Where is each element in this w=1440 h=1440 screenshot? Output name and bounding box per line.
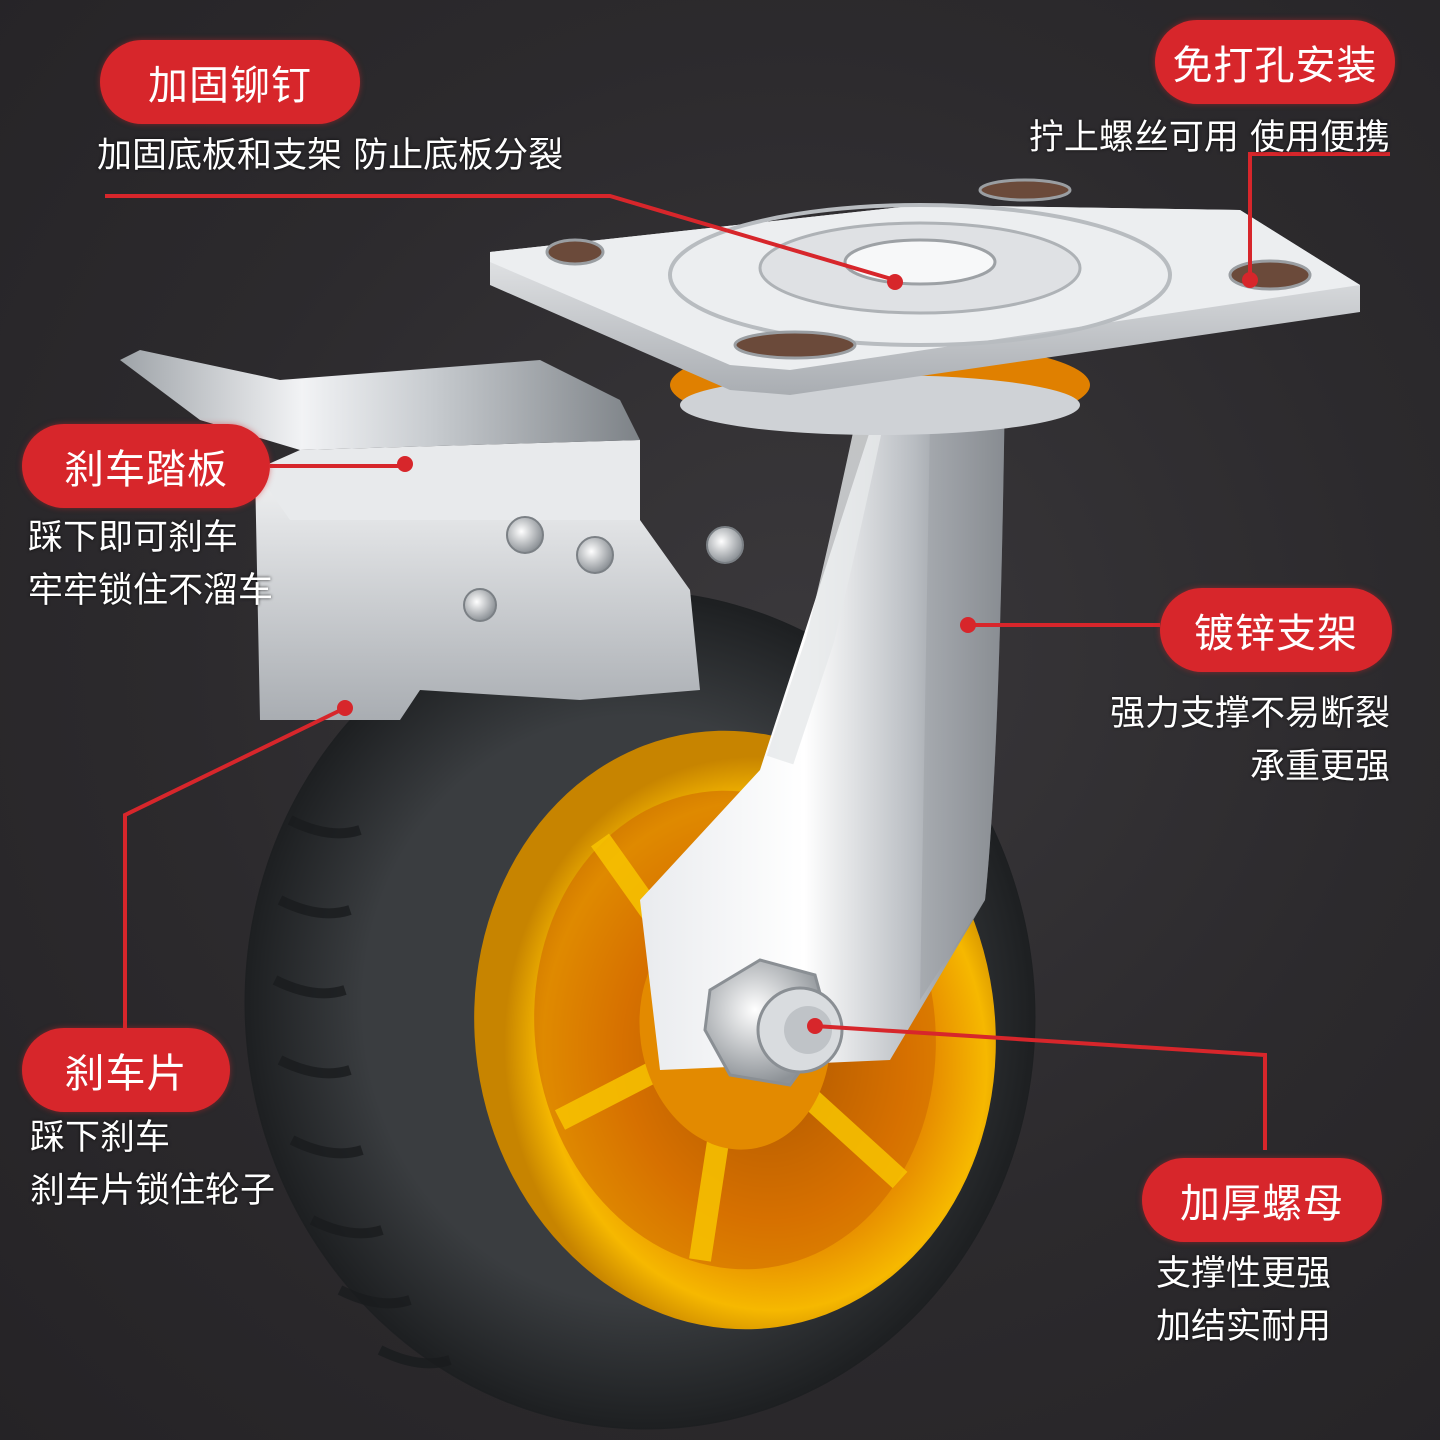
- callout-desc-galvanized-bracket: 强力支撑不易断裂 承重更强: [1110, 688, 1390, 794]
- desc-line: 加固底板和支架 防止底板分裂: [97, 136, 564, 176]
- callout-label-no-drill: 免打孔安装: [1155, 20, 1395, 104]
- callout-desc-brake-pedal: 踩下即可刹车 牢牢锁住不溜车: [28, 512, 273, 618]
- callout-desc-thick-nut: 支撑性更强 加结实耐用: [1156, 1248, 1331, 1354]
- desc-line: 承重更强: [1249, 747, 1390, 787]
- desc-line: 踩下即可刹车: [28, 518, 239, 558]
- desc-line: 刹车片锁住轮子: [30, 1171, 276, 1211]
- callout-desc-brake-pad: 踩下刹车 刹车片锁住轮子: [30, 1112, 275, 1218]
- desc-line: 踩下刹车: [30, 1118, 171, 1158]
- desc-line: 牢牢锁住不溜车: [28, 571, 274, 611]
- callout-label-galvanized-bracket: 镀锌支架: [1160, 588, 1392, 672]
- desc-line: 强力支撑不易断裂: [1109, 694, 1390, 734]
- desc-line: 拧上螺丝可用 使用便携: [1028, 118, 1390, 158]
- callout-label-brake-pad: 刹车片: [22, 1028, 230, 1112]
- desc-line: 支撑性更强: [1156, 1254, 1332, 1294]
- callout-desc-no-drill: 拧上螺丝可用 使用便携: [1029, 112, 1390, 165]
- callout-label-rivet: 加固铆钉: [100, 40, 360, 124]
- callout-label-thick-nut: 加厚螺母: [1142, 1158, 1382, 1242]
- callout-label-brake-pedal: 刹车踏板: [22, 424, 270, 508]
- desc-line: 加结实耐用: [1156, 1307, 1332, 1347]
- callout-desc-rivet: 加固底板和支架 防止底板分裂: [97, 130, 563, 183]
